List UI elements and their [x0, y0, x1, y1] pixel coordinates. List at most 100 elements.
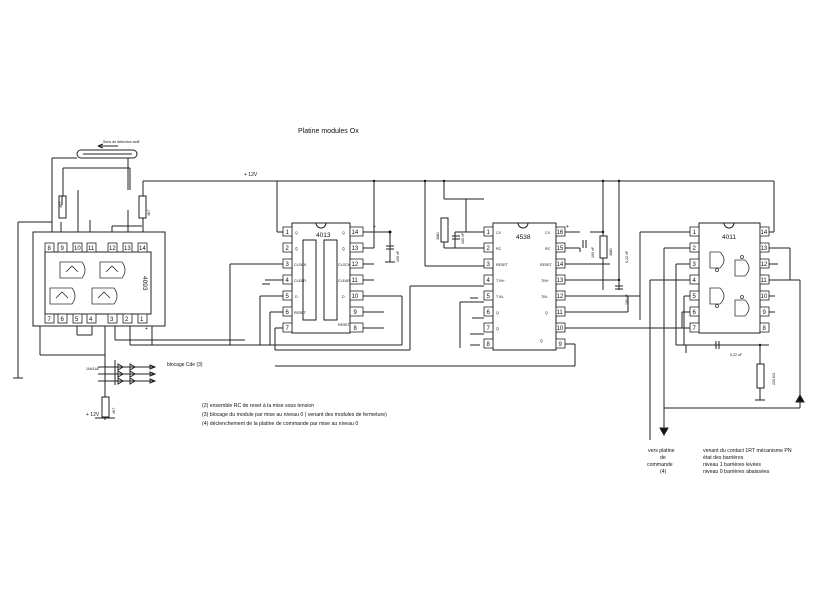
chip-4011-label: 4011: [722, 234, 736, 241]
svg-text:100 nF: 100 nF: [591, 246, 595, 258]
svg-text:RC: RC: [545, 247, 551, 251]
svg-text:8: 8: [354, 326, 358, 332]
chip-4011-left-pins: 1 2 3 4 5 6 7: [689, 226, 700, 333]
chip-4093-bottom-pins: 7 6 5 4 3 2 1: [44, 313, 148, 324]
notes: (2) ensemble RC de reset à la mise sous …: [202, 403, 387, 427]
svg-text:4: 4: [693, 278, 697, 284]
svg-text:Q̄: Q̄: [540, 338, 543, 343]
chip-4538-right-pins: 16 15 14 13 12 11 10 9: [555, 226, 566, 349]
svg-text:8: 8: [487, 342, 491, 348]
svg-text:2: 2: [487, 246, 491, 252]
svg-text:9: 9: [354, 310, 358, 316]
svg-text:9: 9: [61, 246, 65, 252]
plus-marker-4538: +: [566, 224, 569, 230]
resistor-top-mid: 4K7: [138, 195, 151, 219]
chip-4538-left-pins: 1 2 3 4 5 6 7 8: [483, 226, 494, 349]
svg-text:RESET: RESET: [338, 323, 351, 327]
resistor-4011: 220 KΩ: [756, 363, 776, 389]
chip-4093: 4093 8 9 10 11 12 13 14 7 6: [32, 231, 166, 327]
svg-text:5: 5: [286, 294, 290, 300]
svg-text:Q: Q: [342, 231, 345, 235]
chip-4013-right-pins: 14 13 12 11 10 9 8: [349, 226, 364, 333]
svg-text:CLEAR: CLEAR: [338, 279, 350, 283]
svg-text:4K7: 4K7: [147, 210, 151, 216]
svg-text:1MΩ: 1MΩ: [609, 248, 613, 256]
sensor-label: Sens de détection actif: [103, 140, 139, 144]
svg-text:10: 10: [74, 246, 81, 252]
capacitor-4538-a: 100 nF: [452, 232, 465, 244]
capacitor-4538-c: 100 nF 0,22 nF: [615, 250, 629, 305]
chip-4013-label: 4013: [316, 232, 331, 239]
sensor-component: Sens de détection actif: [76, 140, 139, 159]
svg-text:14: 14: [557, 262, 564, 268]
nand-gate-2: [734, 255, 750, 277]
output-label: vers platine de commande (4): [647, 448, 675, 475]
svg-text:vers platine: vers platine: [648, 448, 675, 454]
capacitor-4011: 0,22 nF: [715, 341, 743, 357]
svg-text:6: 6: [487, 310, 491, 316]
svg-text:état des barrières: état des barrières: [703, 455, 744, 461]
note-2: (3) blocage du module par mise au niveau…: [202, 412, 387, 418]
svg-text:6: 6: [61, 317, 65, 323]
svg-text:7: 7: [487, 326, 491, 332]
svg-text:commande: commande: [647, 462, 673, 468]
schmitt-gate-3: [49, 287, 76, 305]
svg-text:3: 3: [286, 262, 290, 268]
svg-text:(4): (4): [660, 469, 667, 475]
svg-text:6: 6: [693, 310, 697, 316]
svg-text:T IN+: T IN+: [496, 279, 505, 283]
svg-text:CLOCK: CLOCK: [338, 263, 351, 267]
svg-text:3: 3: [693, 262, 697, 268]
bottom-supply-label: + 12V: [86, 412, 100, 418]
svg-text:Q̄: Q̄: [496, 326, 499, 331]
diode-label: 1N4148: [86, 367, 99, 371]
svg-text:8: 8: [763, 326, 767, 332]
blocage-diodes: 1N4148 blocage Cde (3): [86, 360, 203, 385]
svg-text:1MΩ: 1MΩ: [436, 232, 440, 240]
svg-text:2: 2: [286, 246, 290, 252]
svg-text:11: 11: [557, 310, 564, 316]
schmitt-gate-1: [59, 261, 86, 279]
plus-marker-4093: +: [145, 326, 148, 332]
nand-gate-3: [709, 287, 725, 308]
svg-text:3: 3: [110, 317, 114, 323]
input-label: venant du contact 1RT mécanisme PN état …: [703, 448, 792, 475]
nand-gate-1: [709, 251, 725, 272]
svg-text:1: 1: [487, 230, 491, 236]
wiring-4011: [649, 220, 805, 440]
svg-text:7: 7: [48, 317, 52, 323]
svg-text:de: de: [660, 455, 666, 461]
svg-text:niveau 0 barrières abaissées: niveau 0 barrières abaissées: [703, 469, 770, 475]
wiring-4538: [275, 218, 690, 367]
chip-4013-left-pins: 1 2 3 4 5 6 7: [282, 226, 293, 333]
svg-text:12: 12: [352, 262, 359, 268]
supply-rail: [142, 179, 775, 290]
svg-text:100 nF: 100 nF: [625, 293, 629, 305]
chip-4093-label: 4093: [141, 276, 148, 291]
svg-text:RESET: RESET: [294, 311, 307, 315]
svg-text:Q: Q: [295, 231, 298, 235]
svg-text:niveau 1 barrières levées: niveau 1 barrières levées: [703, 462, 761, 468]
svg-text:13: 13: [124, 246, 131, 252]
svg-text:5: 5: [75, 317, 79, 323]
svg-text:9: 9: [559, 342, 563, 348]
diagram-title: Platine modules Ox: [298, 128, 359, 135]
svg-text:CX: CX: [545, 231, 551, 235]
svg-text:2: 2: [125, 317, 129, 323]
svg-text:13: 13: [761, 246, 768, 252]
svg-text:12: 12: [109, 246, 116, 252]
svg-text:CLOCK: CLOCK: [294, 263, 307, 267]
svg-text:4: 4: [89, 317, 93, 323]
svg-text:4K7: 4K7: [112, 408, 116, 414]
plus-marker-4013: +: [373, 224, 376, 230]
nand-gate-4: [734, 295, 750, 317]
svg-text:Q̄: Q̄: [295, 246, 298, 251]
schmitt-gate-2: [99, 261, 126, 279]
svg-text:Q: Q: [545, 311, 548, 315]
svg-text:14: 14: [139, 246, 146, 252]
svg-text:0,22 nF: 0,22 nF: [730, 353, 743, 357]
svg-text:100 nF: 100 nF: [461, 232, 465, 244]
resistor-4538: 1MΩ: [436, 217, 449, 243]
svg-text:16: 16: [557, 230, 564, 236]
svg-text:venant du contact 1RT mécanism: venant du contact 1RT mécanisme PN: [703, 448, 792, 454]
